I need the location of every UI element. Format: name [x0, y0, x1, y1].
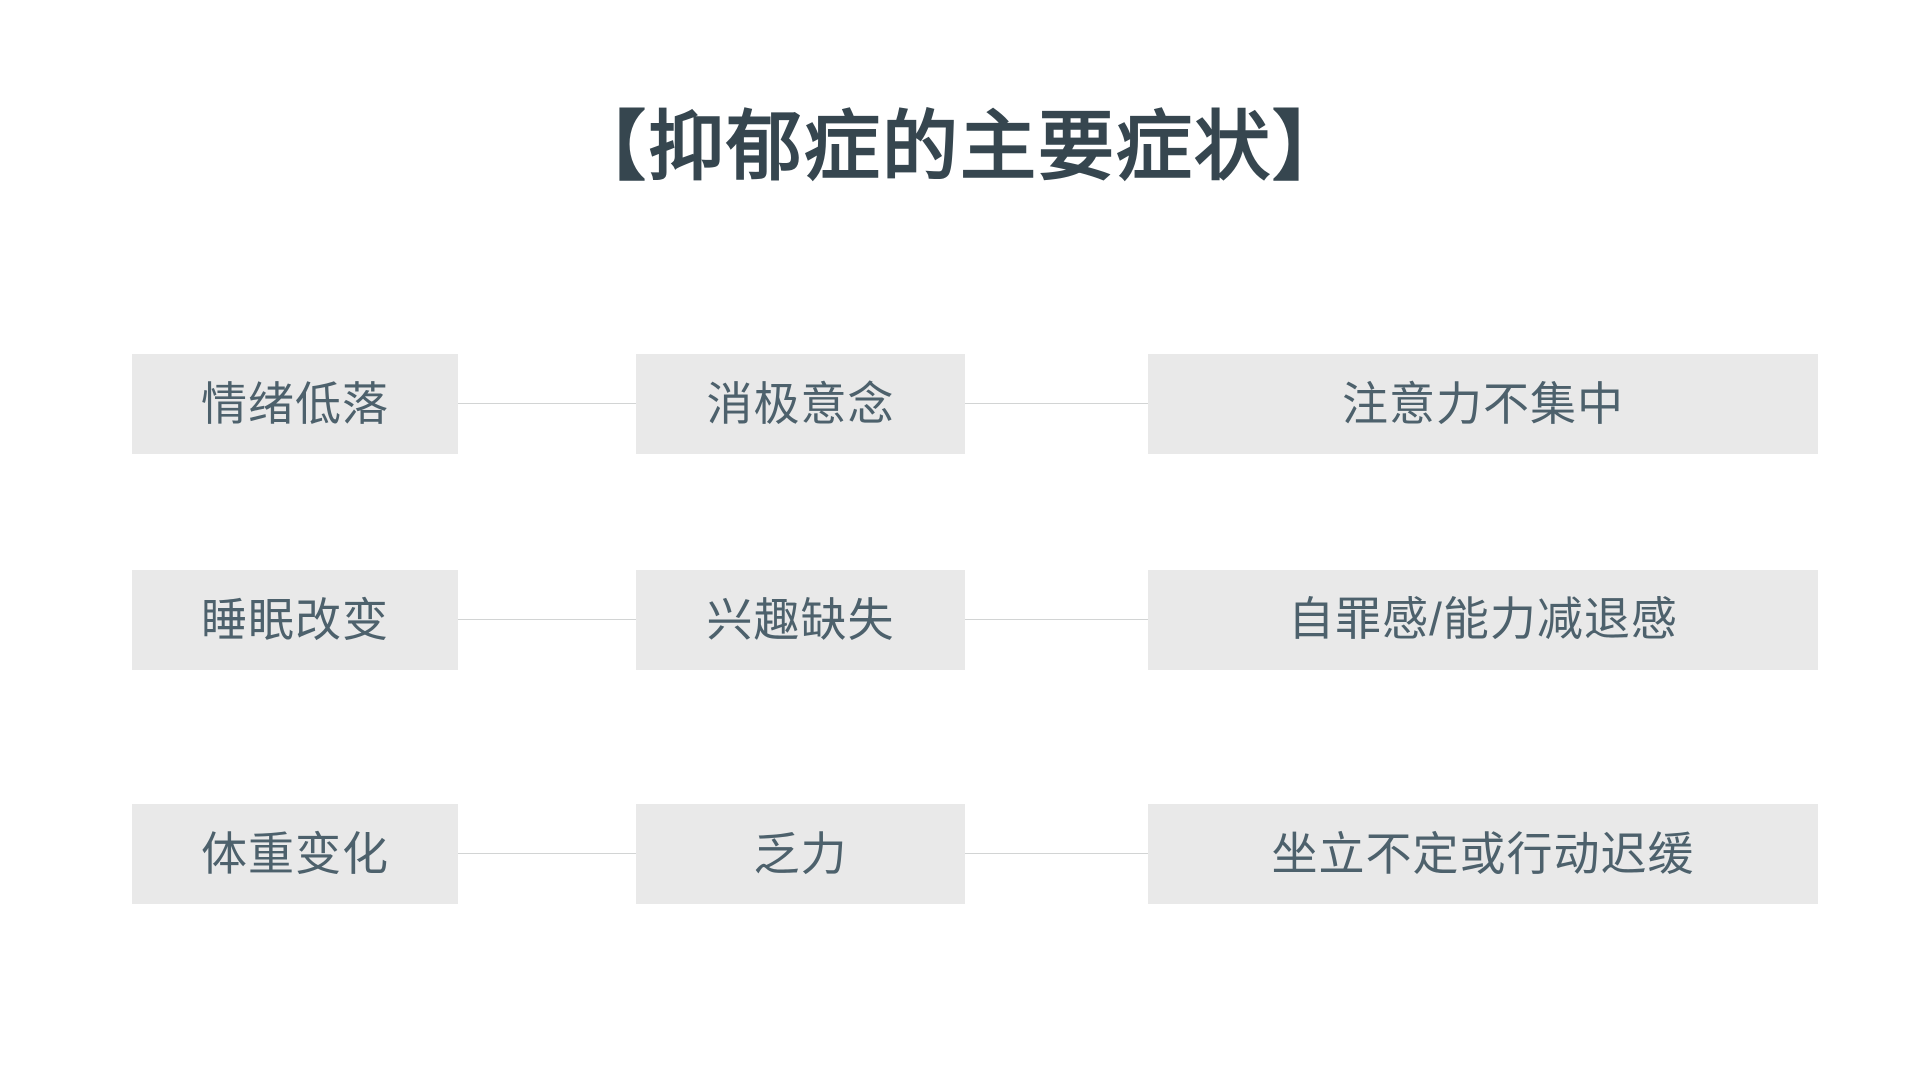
- connector-line: [965, 403, 1148, 404]
- symptom-label: 兴趣缺失: [706, 594, 895, 646]
- connector-line: [458, 403, 636, 404]
- symptom-label: 坐立不定或行动迟缓: [1271, 828, 1695, 880]
- symptom-row: 情绪低落 消极意念 注意力不集中: [0, 354, 1920, 454]
- symptom-label: 消极意念: [706, 378, 895, 430]
- symptom-box[interactable]: 情绪低落: [132, 354, 458, 454]
- symptom-box[interactable]: 睡眠改变: [132, 570, 458, 670]
- symptom-box[interactable]: 坐立不定或行动迟缓: [1148, 804, 1818, 904]
- symptom-box[interactable]: 自罪感/能力减退感: [1148, 570, 1818, 670]
- connector-line: [965, 619, 1148, 620]
- symptom-row: 体重变化 乏力 坐立不定或行动迟缓: [0, 804, 1920, 904]
- symptom-box[interactable]: 体重变化: [132, 804, 458, 904]
- symptom-label: 注意力不集中: [1342, 378, 1624, 430]
- symptom-box[interactable]: 兴趣缺失: [636, 570, 965, 670]
- connector-line: [965, 853, 1148, 854]
- symptom-box[interactable]: 消极意念: [636, 354, 965, 454]
- symptom-box[interactable]: 乏力: [636, 804, 965, 904]
- connector-line: [458, 853, 636, 854]
- symptom-label: 自罪感/能力减退感: [1288, 593, 1678, 645]
- symptom-label: 乏力: [753, 828, 848, 880]
- symptom-label: 体重变化: [201, 828, 389, 880]
- page-title: 【抑郁症的主要症状】: [570, 105, 1350, 190]
- symptom-label: 睡眠改变: [201, 594, 389, 646]
- symptom-label: 情绪低落: [201, 378, 389, 430]
- symptom-row: 睡眠改变 兴趣缺失 自罪感/能力减退感: [0, 570, 1920, 670]
- connector-line: [458, 619, 636, 620]
- symptom-box[interactable]: 注意力不集中: [1148, 354, 1818, 454]
